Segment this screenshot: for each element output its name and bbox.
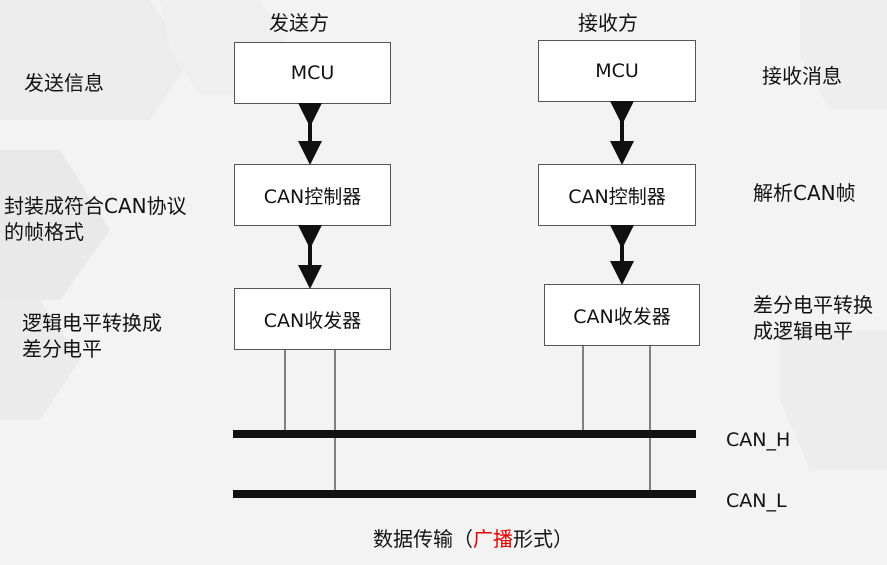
right-note-receive-msg: 接收消息	[762, 64, 842, 88]
sender-can-transceiver-box: CAN收发器	[234, 288, 391, 350]
receiver-can-controller-box: CAN控制器	[538, 164, 696, 226]
caption-suffix: 形式）	[513, 527, 573, 551]
receiver-can-transceiver-box: CAN收发器	[544, 284, 700, 346]
caption: 数据传输（广播形式）	[373, 526, 573, 552]
left-note-logic-to-diff-line1: 逻辑电平转换成	[22, 311, 162, 335]
left-note-encapsulate-line1: 封装成符合CAN协议	[4, 194, 187, 218]
caption-highlight: 广播	[473, 527, 513, 551]
right-note-parse-frame: 解析CAN帧	[753, 181, 856, 205]
can-l-bus-line	[233, 490, 696, 498]
left-note-send-info: 发送信息	[24, 71, 104, 95]
left-note-encapsulate-line2: 的帧格式	[4, 220, 84, 244]
sender-title: 发送方	[269, 11, 329, 35]
can-h-label: CAN_H	[726, 429, 791, 451]
caption-prefix: 数据传输（	[373, 527, 473, 551]
sender-mcu-box: MCU	[234, 42, 391, 104]
left-note-logic-to-diff-line2: 差分电平	[22, 337, 102, 361]
right-note-diff-to-logic-line1: 差分电平转换	[753, 293, 873, 317]
can-h-bus-line	[233, 430, 696, 438]
can-l-label: CAN_L	[726, 490, 787, 512]
receiver-title: 接收方	[578, 11, 638, 35]
right-note-diff-to-logic-line2: 成逻辑电平	[753, 319, 853, 343]
sender-can-controller-box: CAN控制器	[234, 164, 391, 226]
